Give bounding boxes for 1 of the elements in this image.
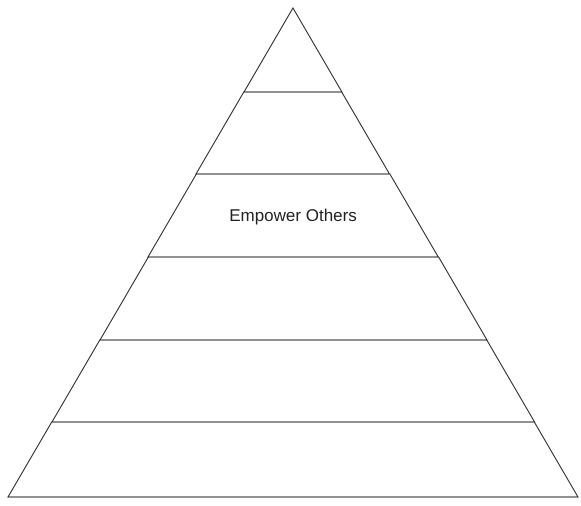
level-label: Empower Others (229, 206, 357, 226)
